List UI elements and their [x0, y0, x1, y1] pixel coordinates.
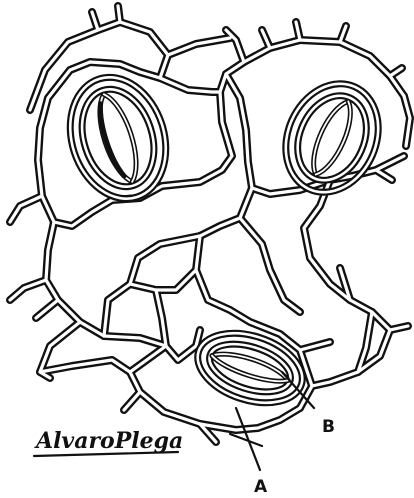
- stoma-bottom: [189, 321, 311, 415]
- artist-signature: AlvaroPlega: [34, 428, 183, 456]
- label-a: A: [254, 477, 268, 497]
- signature-text: AlvaroPlega: [34, 428, 183, 454]
- stoma-upper-right: [269, 69, 395, 207]
- label-b: B: [322, 417, 335, 437]
- pointer-line-a-stem: [236, 408, 260, 470]
